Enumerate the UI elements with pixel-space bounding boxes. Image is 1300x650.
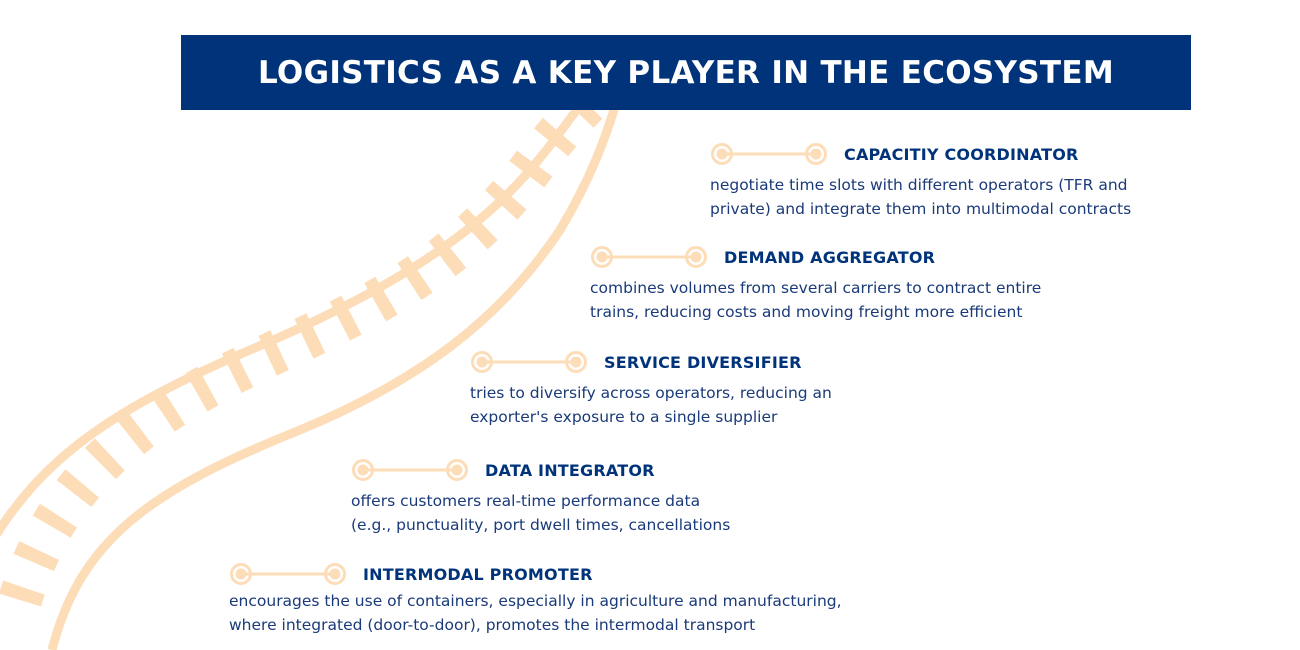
connector-icon <box>230 563 346 585</box>
connector-icon <box>711 143 827 165</box>
connector-icon <box>352 459 468 481</box>
rail-left <box>0 96 589 538</box>
role-data-integrator: DATA INTEGRATOR offers customers real-ti… <box>351 457 730 537</box>
role-description: combines volumes from several carriers t… <box>590 279 1042 321</box>
role-title: INTERMODAL PROMOTER <box>363 564 593 584</box>
rail-right <box>47 98 622 650</box>
role-title: DEMAND AGGREGATOR <box>724 247 936 267</box>
role-title: CAPACITIY COORDINATOR <box>844 144 1079 164</box>
role-description: negotiate time slots with different oper… <box>710 176 1132 218</box>
title-banner: LOGISTICS AS A KEY PLAYER IN THE ECOSYST… <box>181 35 1191 110</box>
role-intermodal-promoter: INTERMODAL PROMOTER encourages the use o… <box>229 561 842 637</box>
role-description: offers customers real-time performance d… <box>351 492 731 534</box>
role-title: DATA INTEGRATOR <box>485 460 655 480</box>
role-description: tries to diversify across operators, red… <box>470 384 832 426</box>
role-service-diversifier: SERVICE DIVERSIFIER tries to diversify a… <box>470 349 832 429</box>
page-title: LOGISTICS AS A KEY PLAYER IN THE ECOSYST… <box>257 54 1115 91</box>
role-capacity-coordinator: CAPACITIY COORDINATOR negotiate time slo… <box>710 141 1131 221</box>
role-title: SERVICE DIVERSIFIER <box>604 352 802 372</box>
connector-icon <box>471 351 587 373</box>
connector-icon <box>591 246 707 268</box>
role-description: encourages the use of containers, especi… <box>229 592 842 634</box>
role-demand-aggregator: DEMAND AGGREGATOR combines volumes from … <box>590 244 1041 324</box>
